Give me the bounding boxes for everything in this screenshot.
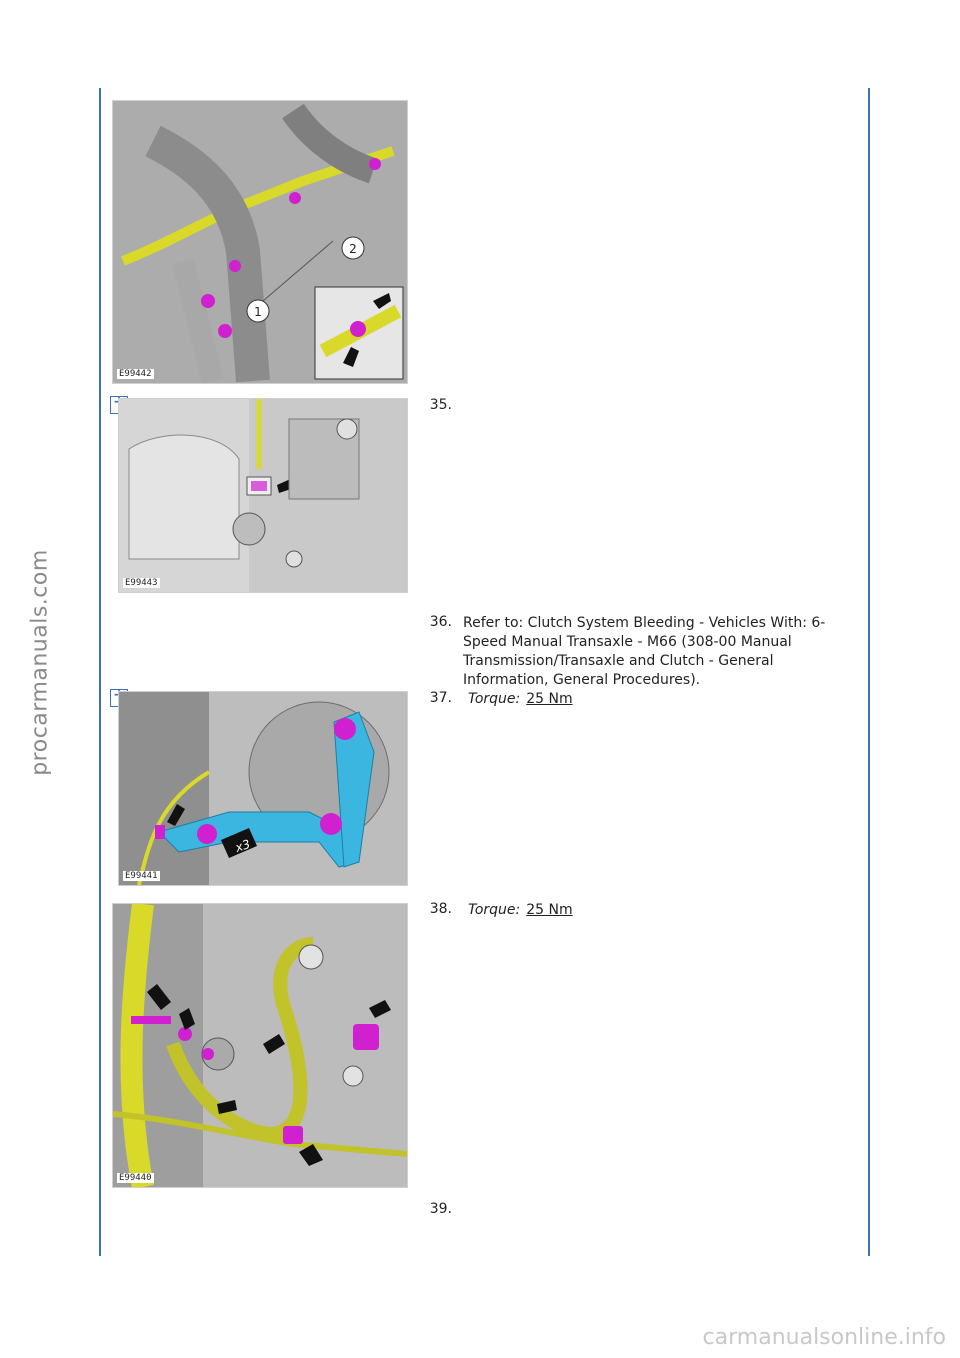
step-number: 38. — [429, 901, 452, 917]
callout-2: 2 — [349, 242, 357, 256]
step-instruction: Refer to: Clutch System Bleeding - Vehic… — [463, 615, 826, 688]
step-number: 35. — [429, 397, 452, 413]
left-margin-rule — [99, 88, 101, 1256]
step-number: 37. — [429, 690, 452, 706]
step-number: 36. — [429, 614, 452, 630]
torque-label: Torque: — [468, 902, 521, 918]
step-number: 39. — [429, 1201, 452, 1217]
figure-code: E99442 — [117, 369, 154, 379]
right-margin-rule — [868, 88, 870, 1256]
torque-spec: Torque: 25 Nm — [468, 901, 573, 920]
figure-code: E99441 — [123, 871, 160, 881]
engine-illustration-4 — [113, 904, 407, 1187]
figure-e99440: E99440 — [112, 903, 408, 1188]
figure-e99441: x3 E99441 — [118, 691, 408, 886]
torque-label: Torque: — [468, 691, 521, 707]
engine-illustration-3: x3 — [119, 692, 407, 885]
figure-code: E99443 — [123, 578, 160, 588]
engine-illustration-1: 1 2 — [113, 101, 407, 383]
bottom-watermark: carmanualsonline.info — [702, 1325, 946, 1350]
torque-value: 25 Nm — [526, 691, 573, 707]
figure-e99442: 1 2 E99442 — [112, 100, 408, 384]
callout-x3: x3 — [233, 837, 252, 855]
engine-illustration-2 — [119, 399, 407, 592]
figure-e99443: E99443 — [118, 398, 408, 593]
torque-spec: Torque: 25 Nm — [468, 690, 573, 709]
torque-value: 25 Nm — [526, 902, 573, 918]
side-watermark: procarmanuals.com — [27, 549, 53, 776]
figure-code: E99440 — [117, 1173, 154, 1183]
callout-1: 1 — [254, 305, 262, 319]
